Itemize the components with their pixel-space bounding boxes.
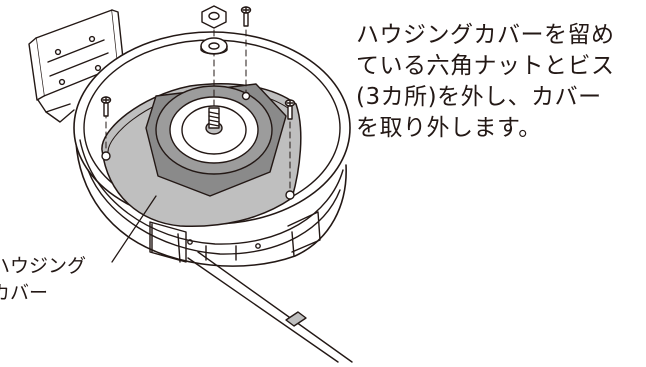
callout-label-line2: カバー <box>0 282 49 304</box>
screw-hole-top <box>241 91 251 101</box>
instruction-line: ハウジングカバーを留め <box>356 22 615 48</box>
callout-label-line1: ハウジング <box>0 255 87 277</box>
hex-nut-icon <box>201 5 227 29</box>
instruction-line: ている六角ナットとビス <box>356 53 615 79</box>
screw-hole-right <box>285 190 295 200</box>
instruction-text: ハウジングカバーを留め ている六角ナットとビス (3カ所)を外し、カバー を取り… <box>356 20 646 144</box>
callout-leader-line <box>111 195 157 263</box>
screw-hole-left <box>101 151 111 161</box>
inner-dome <box>145 83 287 197</box>
center-stud-icon <box>208 107 220 129</box>
screw-right-icon <box>284 99 296 120</box>
screw-top-right-icon <box>240 6 252 27</box>
screw-left-icon <box>100 96 112 117</box>
mounting-bracket <box>28 9 147 123</box>
housing-cover-callout: ハウジング カバー <box>0 253 86 307</box>
washer-icon <box>200 37 228 55</box>
instruction-line: (3カ所)を外し、カバー <box>356 84 602 110</box>
cable <box>187 251 353 363</box>
instruction-line: を取り外します。 <box>356 115 542 141</box>
